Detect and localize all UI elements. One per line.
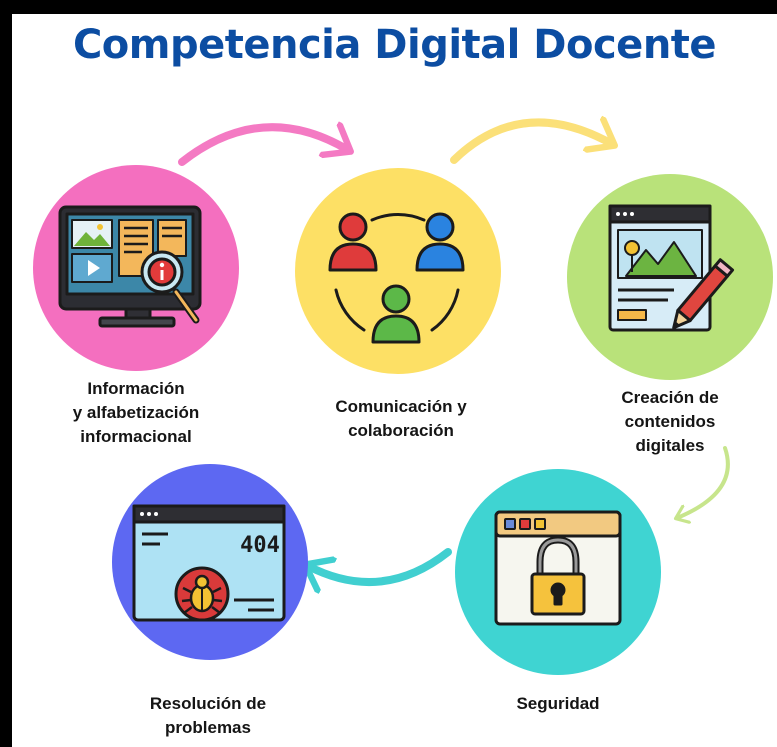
infographic-frame: Competencia Digital Docente [12,14,777,747]
diagram-canvas: 404 [33,14,773,675]
error-code-text: 404 [240,533,280,558]
label-comunicacion: Comunicación y colaboración [335,397,467,440]
node-comunicacion [295,168,501,374]
people-network-icon [328,212,465,344]
arrow-seguridad-to-resolucion [308,548,452,582]
label-resolucion: Resolución de problemas [149,694,267,737]
node-resolucion: 404 [112,464,308,660]
label-informacion: Información y alfabetización informacion… [72,379,200,446]
node-creacion [567,174,773,380]
arrow-info-to-comunicacion [178,127,348,166]
browser-padlock-icon [494,510,622,626]
arrow-comunicacion-to-creacion [450,122,612,164]
node-seguridad [455,469,661,675]
arrow-creacion-to-seguridad [677,446,730,518]
page-title: Competencia Digital Docente [72,22,717,68]
node-informacion [33,165,239,371]
monitor-magnifier-icon [58,205,202,328]
label-seguridad: Seguridad [516,694,600,713]
document-pencil-icon [608,204,735,332]
label-creacion: Creación de contenidos digitales [621,388,719,455]
browser-bug-404-icon: 404 [132,504,286,622]
